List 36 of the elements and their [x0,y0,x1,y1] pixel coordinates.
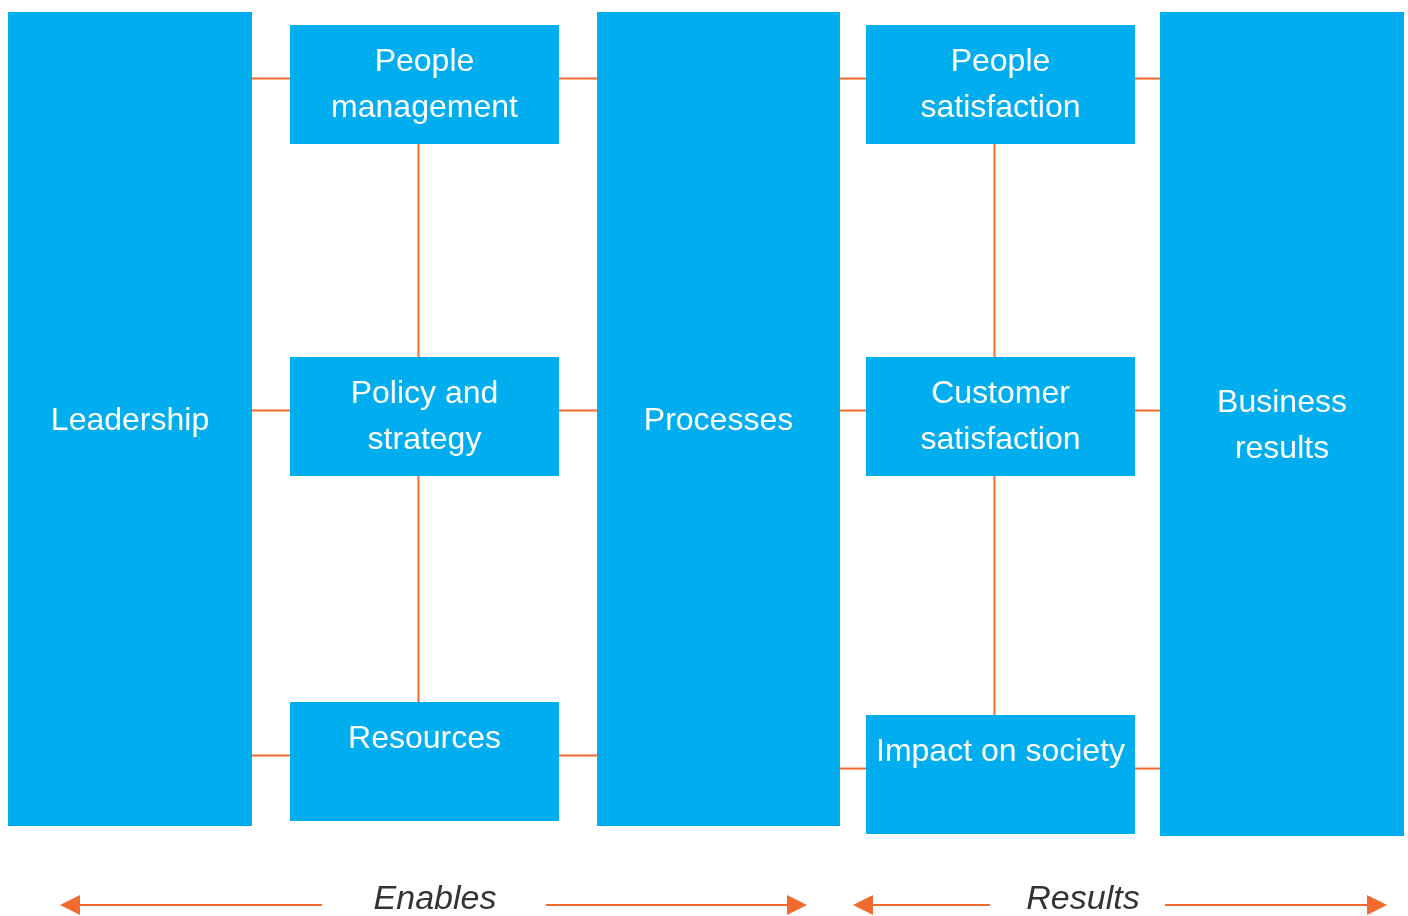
connector-line [1134,767,1161,770]
criterion-box [290,357,559,476]
box-label: Resources [348,718,501,757]
connector-line [417,475,420,703]
direction-label: Results [1026,878,1140,916]
box-label: Policy and strategy [349,373,500,458]
connector-line [839,77,867,80]
connector-line [1134,409,1161,412]
connector-line [993,143,996,358]
criterion-box [290,702,559,821]
connector-line [558,754,598,757]
column-box [597,12,840,826]
connector-line [558,409,598,412]
column-box [1160,12,1404,836]
box-label: Customer satisfaction [919,373,1082,458]
connector-line [251,77,291,80]
box-label: People management [330,41,519,126]
criterion-box [290,25,559,144]
column-box [8,12,252,826]
box-label: Business results [1216,382,1348,467]
connector-line [993,475,996,716]
box-label: Impact on society [876,731,1125,770]
criterion-box [866,715,1135,834]
connector-line [839,767,867,770]
box-label: People satisfaction [919,41,1082,126]
criterion-box [866,25,1135,144]
connector-line [839,409,867,412]
connector-line [251,754,291,757]
box-label: Leadership [50,400,210,439]
box-label: Processes [643,400,794,439]
connector-line [417,143,420,358]
connector-line [558,77,598,80]
criterion-box [866,357,1135,476]
direction-label: Enables [373,878,497,916]
connector-line [1134,77,1161,80]
connector-line [251,409,291,412]
